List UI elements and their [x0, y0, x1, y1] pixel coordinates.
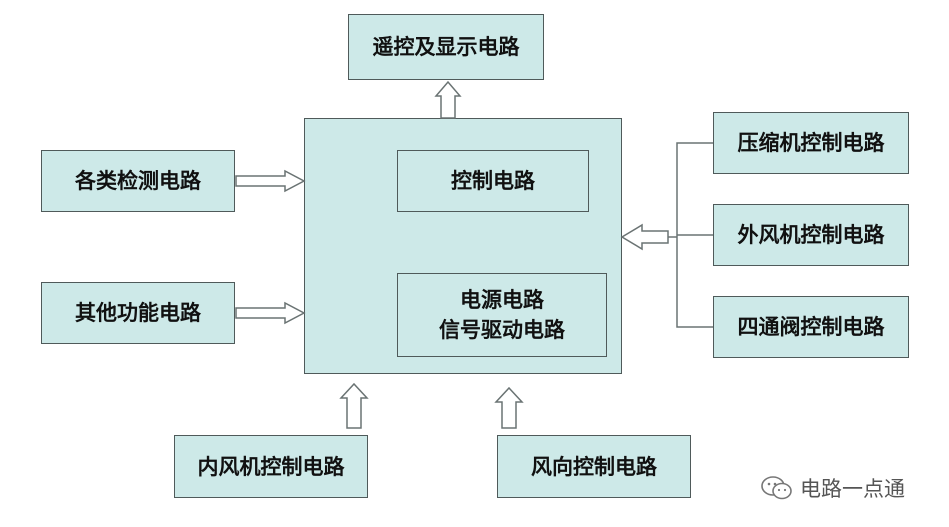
compressor-control-circuit-label: 压缩机控制电路: [737, 131, 885, 155]
outdoor-fan-control-circuit-label: 外风机控制电路: [737, 223, 885, 247]
remote-display-circuit-box: 遥控及显示电路: [348, 14, 544, 80]
control-circuit-label: 控制电路: [451, 169, 535, 193]
watermark: 电路一点通: [760, 470, 905, 506]
power-circuit-label: 电源电路: [460, 288, 544, 312]
arrow-up-to-remote-display: [434, 80, 462, 119]
outdoor-fan-control-circuit-box: 外风机控制电路: [713, 204, 909, 266]
wechat-icon: [761, 476, 792, 500]
four-way-valve-control-circuit-box: 四通阀控制电路: [713, 296, 909, 358]
other-functions-circuit-box: 其他功能电路: [41, 282, 235, 344]
wind-direction-control-circuit-label: 风向控制电路: [531, 454, 657, 479]
arrow-wind-direction-to-main: [494, 386, 524, 429]
remote-display-circuit-label: 遥控及显示电路: [372, 35, 520, 59]
four-way-valve-control-circuit-label: 四通阀控制电路: [737, 315, 885, 339]
arrow-detection-to-main: [235, 169, 306, 193]
arrow-other-to-main: [235, 301, 306, 325]
signal-drive-circuit-label: 信号驱动电路: [439, 318, 565, 342]
arrow-indoor-fan-to-main: [339, 382, 369, 429]
detection-circuit-box: 各类检测电路: [41, 150, 235, 212]
indoor-fan-control-circuit-label: 内风机控制电路: [197, 454, 345, 479]
other-functions-circuit-label: 其他功能电路: [75, 301, 201, 325]
watermark-text: 电路一点通: [800, 477, 905, 501]
control-circuit-box: 控制电路: [397, 150, 589, 212]
arrow-right-group-to-main: [620, 223, 669, 251]
power-signal-drive-circuit-box: 电源电路 信号驱动电路: [397, 273, 607, 357]
wind-direction-control-circuit-box: 风向控制电路: [497, 435, 691, 498]
detection-circuit-label: 各类检测电路: [75, 169, 201, 193]
compressor-control-circuit-box: 压缩机控制电路: [713, 112, 909, 174]
indoor-fan-control-circuit-box: 内风机控制电路: [174, 435, 368, 498]
